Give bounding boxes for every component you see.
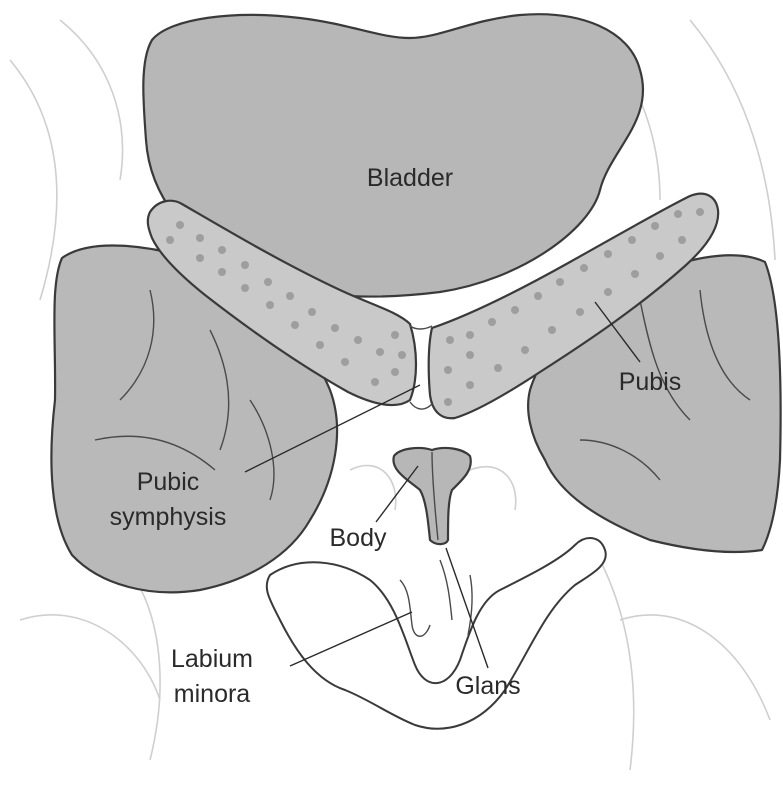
- label-pubic-symphysis-line1: Pubic: [137, 468, 200, 496]
- label-labium-minora-line1: Labium: [171, 645, 253, 673]
- label-pubis: Pubis: [619, 368, 682, 396]
- label-labium-minora-line2: minora: [174, 680, 251, 708]
- label-glans: Glans: [455, 672, 520, 700]
- label-bladder: Bladder: [367, 164, 453, 192]
- leader-body: [376, 466, 418, 522]
- label-pubic-symphysis-line2: symphysis: [110, 503, 227, 531]
- label-body: Body: [330, 524, 387, 552]
